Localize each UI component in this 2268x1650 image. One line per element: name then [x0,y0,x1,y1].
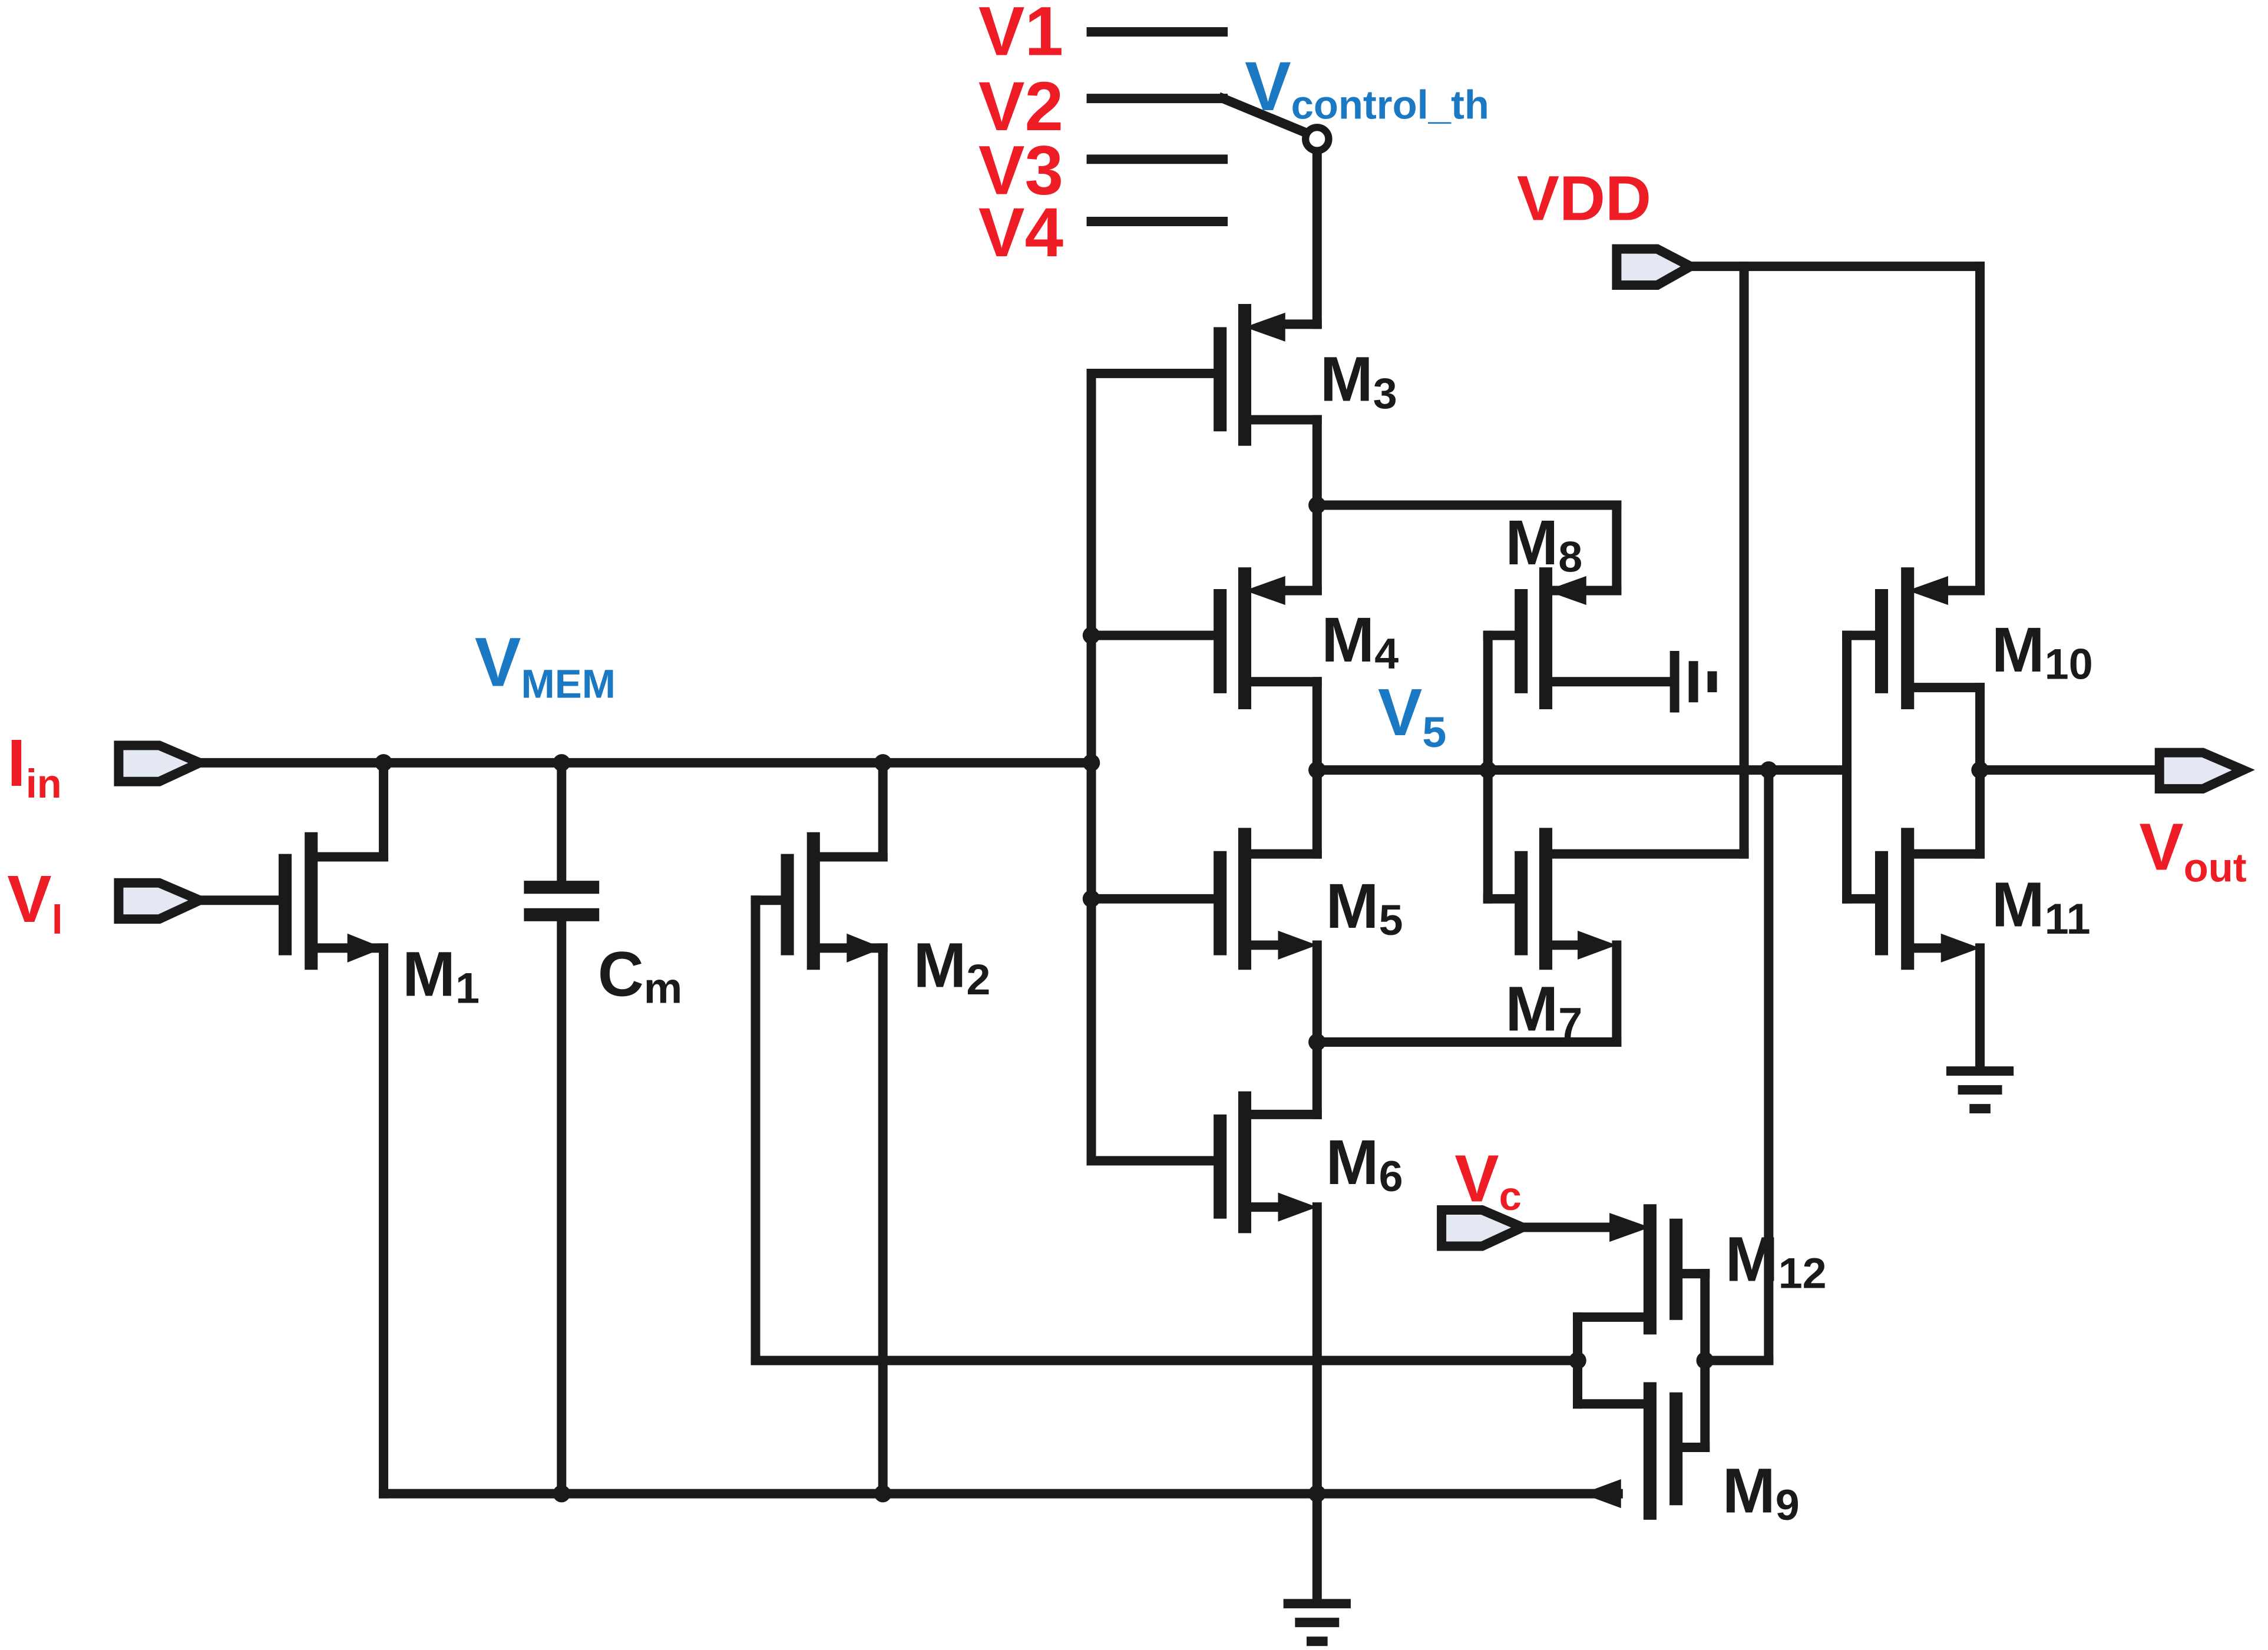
v5-label: V5 [1378,675,1446,756]
m8-label: M8 [1505,507,1582,581]
v4-label: V4 [978,193,1063,271]
vcontrol-th-label: Vcontrol_th [1245,47,1489,128]
vdd-port [1612,244,1701,290]
cm-label: Cm [598,938,683,1012]
iin-port [114,740,211,786]
m4-label: M4 [1321,604,1399,678]
v1-label: V1 [978,0,1063,70]
m1-label: M1 [402,938,480,1012]
m7-label: M7 [1505,973,1582,1047]
m3-label: M3 [1320,343,1397,418]
vout-port [2154,748,2255,794]
vmem-label: VMEM [475,623,616,707]
m5-label: M5 [1326,870,1403,944]
capacitor-cm [524,881,600,921]
transistor-bodies [278,304,1915,1520]
vc-port [1437,1205,1535,1251]
vout-label: Vout [2139,810,2246,891]
iin-label: Iin [7,726,62,806]
transistor-arrows [347,312,1981,1509]
m9-label: M9 [1723,1455,1800,1529]
vdd-label: VDD [1517,163,1651,234]
wires [195,27,2164,1646]
vl-label: Vl [7,862,63,943]
v3-label: V3 [978,131,1063,209]
v2-label: V2 [978,67,1063,145]
vl-port [114,878,211,924]
m6-label: M6 [1326,1126,1403,1201]
m12-label: M12 [1725,1223,1827,1297]
m2-label: M2 [913,930,990,1004]
vc-label: Vc [1454,1141,1522,1219]
m11-label: M11 [1992,868,2091,943]
switch-node [1302,124,1333,154]
junction-dots [375,496,1989,1503]
m10-label: M10 [1992,614,2093,688]
